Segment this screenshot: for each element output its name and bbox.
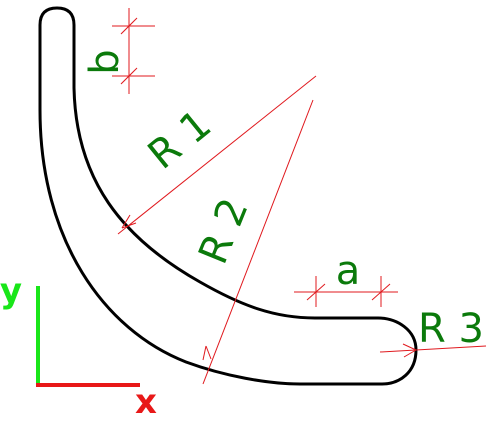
bent-bar-outline	[38, 6, 418, 386]
dimension-lines	[112, 8, 487, 385]
x-axis-label: x	[135, 382, 157, 422]
y-axis-label: y	[0, 271, 22, 311]
label-a: a	[336, 248, 361, 294]
label-r3: R 3	[418, 306, 484, 352]
label-b: b	[82, 49, 128, 74]
label-r1: R 1	[140, 101, 220, 178]
label-r2: R 2	[190, 192, 257, 270]
